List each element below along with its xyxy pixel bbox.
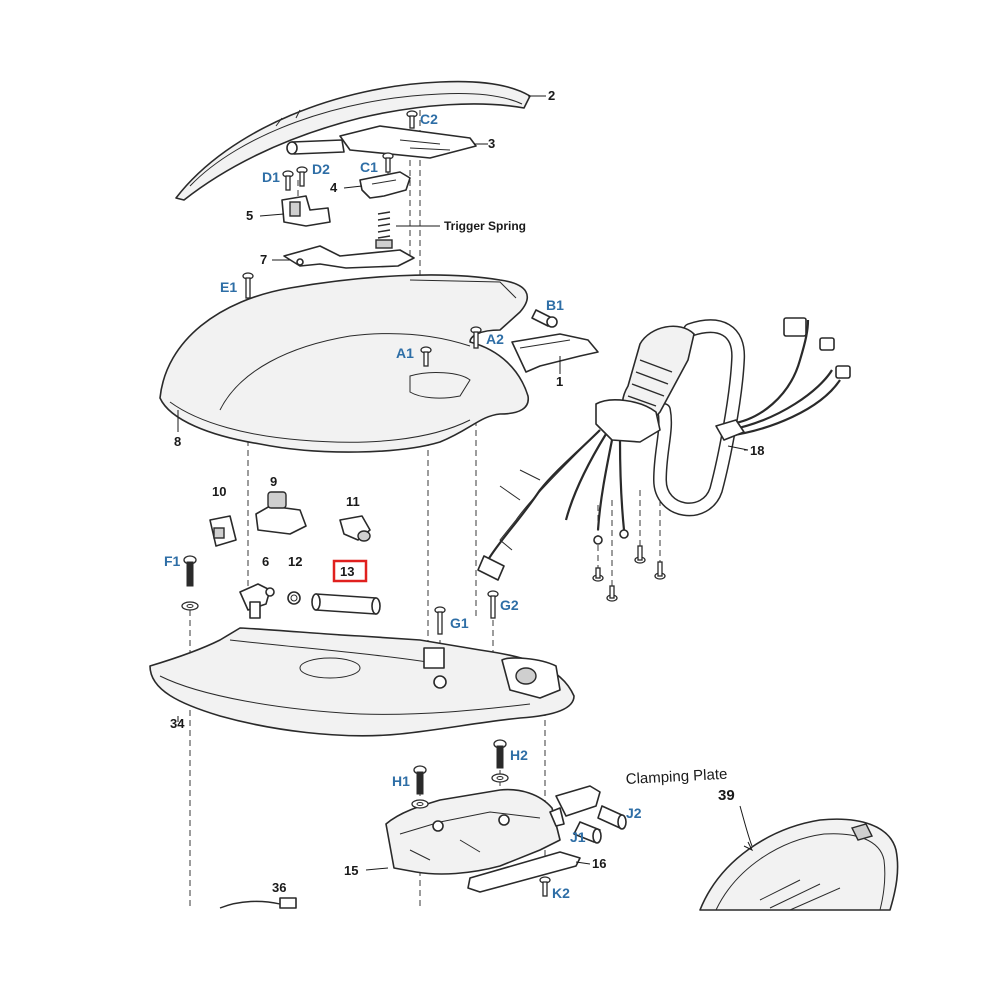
hardware-labels: C2 C1 D1 D2 E1 B1 A2 A1 F1 G2 G1 H2 H1 J… xyxy=(164,111,642,901)
label-h1: H1 xyxy=(392,773,410,789)
pin-j1 xyxy=(573,821,602,844)
label-part-7: 7 xyxy=(260,252,267,267)
screw-g2 xyxy=(487,590,499,619)
part-16-rail xyxy=(467,851,581,893)
part-34-lower-housing xyxy=(149,627,575,737)
label-part-36: 36 xyxy=(272,880,286,895)
pin-j2 xyxy=(597,805,627,830)
label-part-5: 5 xyxy=(246,208,253,223)
label-part-9: 9 xyxy=(270,474,277,489)
part-5-bracket xyxy=(281,195,331,227)
label-part-4: 4 xyxy=(330,180,338,195)
label-c2: C2 xyxy=(420,111,438,127)
assembly-guide-lines xyxy=(189,110,661,910)
screw-d1 xyxy=(282,170,294,191)
label-a1: A1 xyxy=(396,345,414,361)
part-3-top-plate xyxy=(286,125,477,159)
screw-hose-4 xyxy=(654,561,666,580)
screw-h1 xyxy=(411,765,429,809)
label-part-12: 12 xyxy=(288,554,302,569)
label-j2: J2 xyxy=(626,805,642,821)
label-trigger-spring: Trigger Spring xyxy=(444,219,526,233)
screws xyxy=(181,110,666,897)
label-part-34: 34 xyxy=(170,716,185,731)
screw-f1 xyxy=(181,555,199,611)
label-part-6: 6 xyxy=(262,554,269,569)
pin-b1 xyxy=(531,309,558,328)
screw-c2 xyxy=(406,110,418,129)
part-36-clip xyxy=(219,897,297,909)
label-part-8: 8 xyxy=(174,434,181,449)
screw-a2 xyxy=(470,326,482,349)
part-15-base-frame xyxy=(385,788,561,875)
part-6-bracket xyxy=(239,583,275,619)
screw-k2 xyxy=(539,876,551,897)
screw-h2 xyxy=(491,739,509,783)
screw-g1 xyxy=(434,606,446,635)
label-part-16: 16 xyxy=(592,856,606,871)
label-h2: H2 xyxy=(510,747,528,763)
part-9-switch xyxy=(255,491,307,535)
label-part-18: 18 xyxy=(750,443,764,458)
part-7-lever xyxy=(283,245,415,269)
label-part-13: 13 xyxy=(340,564,354,579)
part-39-clamping-plate xyxy=(699,818,899,911)
part-10-connector xyxy=(209,515,237,547)
part-1-small-cover xyxy=(511,333,599,373)
label-part-15: 15 xyxy=(344,863,358,878)
label-part-11: 11 xyxy=(346,494,360,509)
trigger-spring xyxy=(375,211,393,249)
label-clamping-plate: Clamping Plate xyxy=(625,766,727,788)
label-d1: D1 xyxy=(262,169,280,185)
part-18-hose-assembly xyxy=(477,317,851,581)
clamp-bracket xyxy=(549,785,601,827)
label-k2: K2 xyxy=(552,885,570,901)
label-j1: J1 xyxy=(570,829,586,845)
part-2-top-handle xyxy=(175,80,531,201)
part-11-clip xyxy=(339,515,371,542)
screw-hose-2 xyxy=(606,585,618,602)
screw-hose-3 xyxy=(634,545,646,564)
label-e1: E1 xyxy=(220,279,237,295)
label-f1: F1 xyxy=(164,553,181,569)
label-b1: B1 xyxy=(546,297,564,313)
part-8-upper-housing xyxy=(159,274,529,453)
screw-hose-1 xyxy=(592,567,604,582)
label-a2: A2 xyxy=(486,331,504,347)
screw-a1 xyxy=(420,346,432,367)
highlight-box-part-13 xyxy=(332,559,368,583)
label-part-3: 3 xyxy=(488,136,495,151)
label-g2: G2 xyxy=(500,597,519,613)
label-part-1: 1 xyxy=(556,374,563,389)
screw-e1 xyxy=(242,272,254,299)
label-part-2: 2 xyxy=(548,88,555,103)
part-13-tube xyxy=(311,593,381,615)
screw-d2 xyxy=(296,166,308,187)
part-12-ring xyxy=(287,591,301,605)
label-g1: G1 xyxy=(450,615,469,631)
label-part-10: 10 xyxy=(212,484,226,499)
screw-c1 xyxy=(382,152,394,173)
part-number-labels: 2 3 4 5 7 8 1 18 9 10 11 6 12 13 34 15 1… xyxy=(170,88,764,895)
label-c1: C1 xyxy=(360,159,378,175)
label-part-39: 39 xyxy=(718,787,735,804)
leader-lines xyxy=(177,95,754,871)
label-d2: D2 xyxy=(312,161,330,177)
part-4-trigger xyxy=(359,171,411,199)
